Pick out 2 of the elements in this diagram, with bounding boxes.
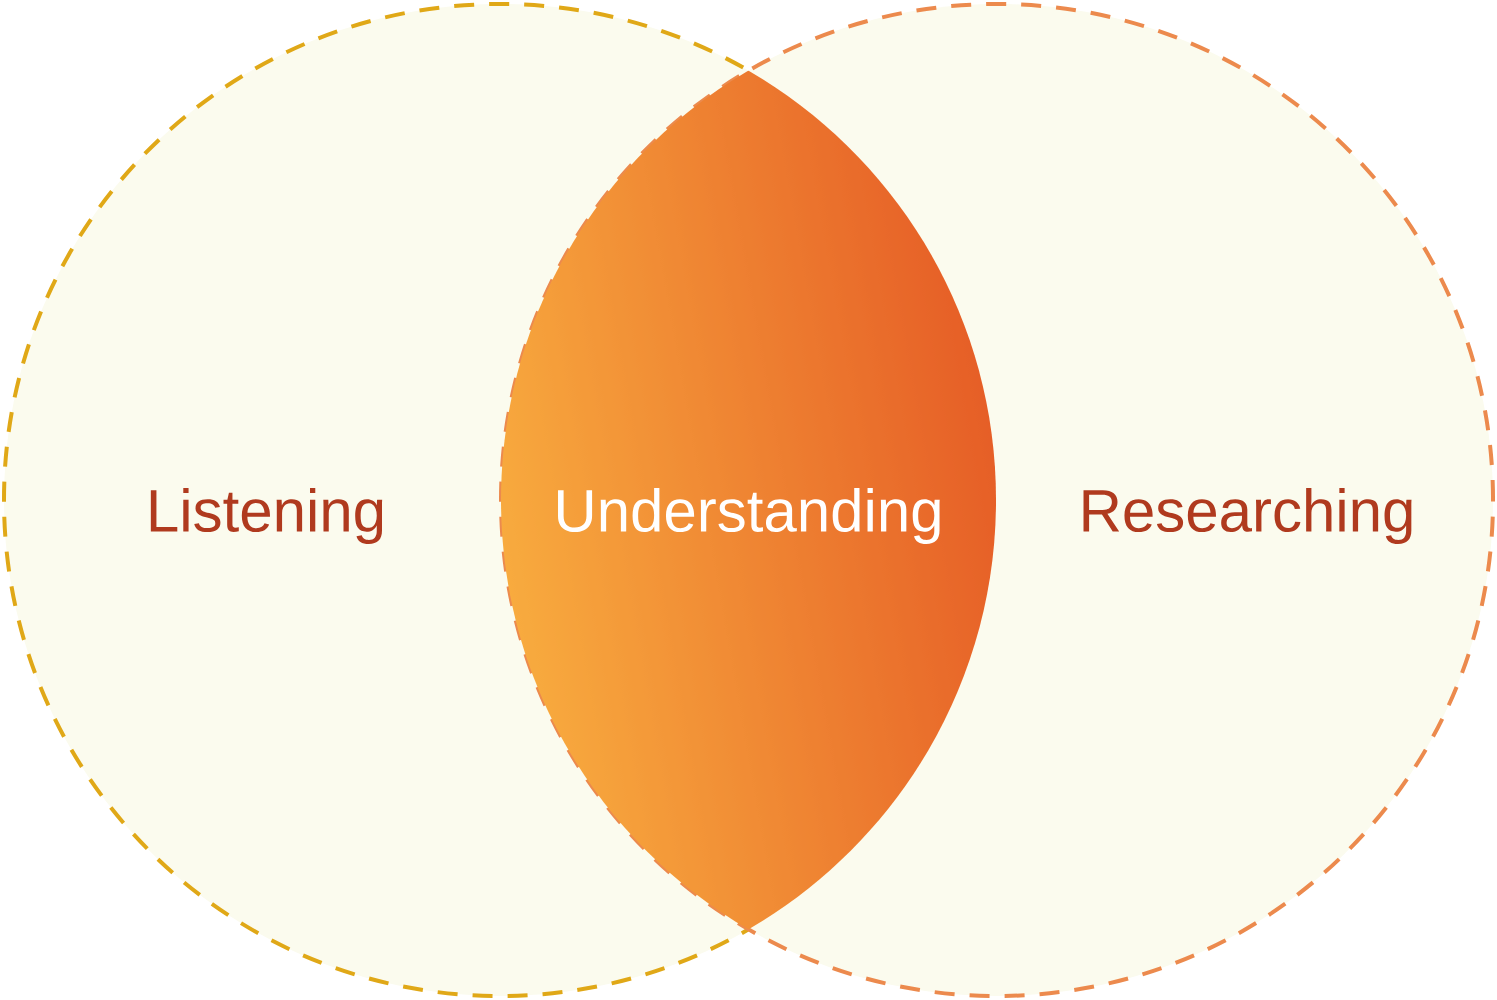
overlap-lens: Understanding bbox=[558, 488, 940, 544]
node-label: Researching bbox=[1083, 488, 1412, 544]
